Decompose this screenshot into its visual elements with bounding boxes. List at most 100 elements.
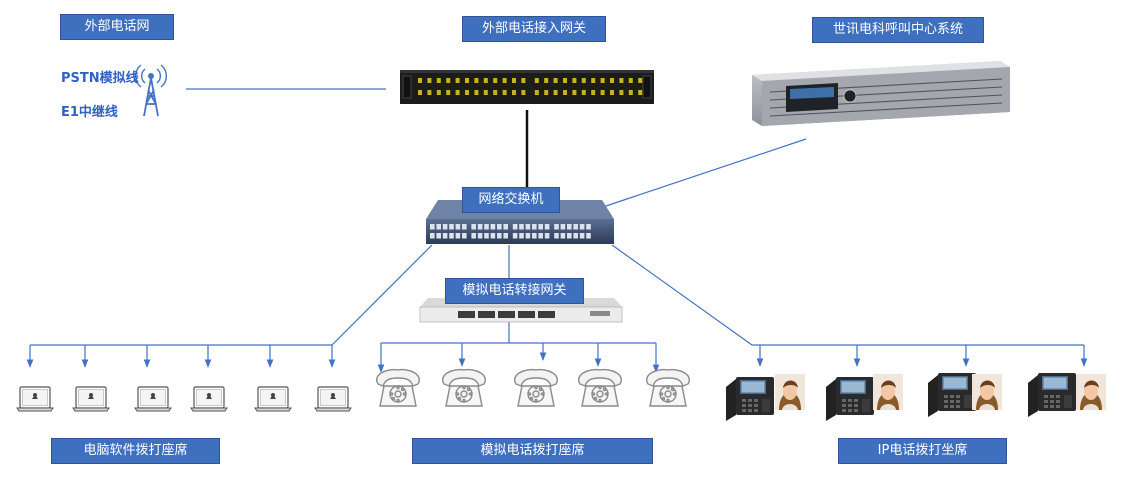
gateway-port	[563, 90, 567, 95]
switch-port	[519, 224, 524, 230]
gateway-port	[534, 78, 539, 83]
switch-port	[554, 224, 559, 230]
switch-port	[573, 233, 578, 239]
ip-phone-icon	[928, 373, 976, 417]
switch-port	[484, 233, 489, 239]
gateway-port	[512, 78, 516, 83]
gateway-port	[418, 78, 422, 83]
gateway-label: 外部电话接入网关	[462, 16, 606, 42]
gateway-port	[581, 78, 586, 83]
gateway-port	[483, 78, 488, 83]
pstn-line-label: PSTN模拟线	[61, 71, 139, 86]
switch-port	[512, 233, 518, 239]
antenna-icon	[134, 64, 168, 117]
laptop-icon	[314, 386, 352, 412]
switch-port	[579, 224, 585, 230]
gateway-port	[553, 90, 558, 95]
analog-phone-icon	[513, 368, 559, 407]
analog-phone-icon	[441, 368, 487, 407]
gateway-port	[619, 90, 624, 95]
switch-port	[579, 233, 585, 239]
switch-port	[544, 233, 550, 239]
switch-port	[512, 224, 518, 230]
gateway-port	[502, 78, 507, 83]
switch-port	[436, 224, 441, 230]
analog-gateway-label: 模拟电话转接网关	[445, 278, 584, 304]
switch-port	[586, 233, 591, 239]
switch-port	[567, 233, 572, 239]
switch-port	[567, 224, 572, 230]
switch-port	[503, 233, 508, 239]
analog-seat-group	[375, 368, 691, 407]
analog-seats-label: 模拟电话拨打座席	[412, 438, 653, 464]
gateway-port	[465, 90, 469, 95]
analog-phone-icon	[645, 368, 691, 407]
switch-port	[554, 233, 559, 239]
laptop-icon	[190, 386, 228, 412]
switch-port	[442, 224, 448, 230]
e1-line-label: E1中继线	[61, 105, 118, 120]
gateway-port	[427, 78, 432, 83]
gateway-port	[427, 90, 432, 95]
analog-phone-icon	[375, 368, 421, 407]
gateway-port	[446, 90, 451, 95]
ip-seat-group	[726, 373, 1106, 421]
gateway-port	[512, 90, 516, 95]
ip-phone-icon	[826, 377, 874, 421]
switch-port	[462, 233, 467, 239]
switch-port	[497, 233, 502, 239]
switch-port	[471, 224, 476, 230]
switch-port	[560, 224, 566, 230]
gateway-port	[544, 78, 549, 83]
gateway-port	[534, 90, 539, 95]
gateway-port	[483, 90, 488, 95]
switch-port	[477, 233, 483, 239]
switch-port	[538, 233, 543, 239]
laptop-icon	[72, 386, 110, 412]
switch-port	[519, 233, 524, 239]
laptop-icon	[254, 386, 292, 412]
switch-port	[503, 224, 508, 230]
gateway-port	[493, 90, 498, 95]
laptop-icon	[134, 386, 172, 412]
gateway-port	[553, 78, 558, 83]
switch-port	[544, 224, 550, 230]
drop-arrows	[26, 343, 1088, 373]
switch-port	[462, 224, 467, 230]
gateway-port	[600, 90, 605, 95]
switch-port	[455, 224, 461, 230]
ip-phone-icon	[1028, 373, 1076, 417]
gateway-port	[455, 78, 460, 83]
switch-port	[471, 233, 476, 239]
gateway-port	[474, 90, 479, 95]
gateway-port	[455, 90, 460, 95]
switch-port	[490, 233, 496, 239]
gateway-device	[400, 70, 654, 104]
gateway-port	[521, 78, 526, 83]
switch-port	[525, 224, 531, 230]
switch-port	[573, 224, 578, 230]
gateway-port	[638, 90, 643, 95]
pc-seat-group	[16, 386, 352, 412]
gateway-port	[591, 90, 596, 95]
gateway-port	[628, 90, 633, 95]
switch-port	[484, 224, 489, 230]
call-center-label: 世讯电科呼叫中心系统	[812, 17, 984, 43]
switch-port	[586, 224, 591, 230]
laptop-icon	[16, 386, 54, 412]
gateway-port	[591, 78, 596, 83]
switch-label: 网络交换机	[462, 187, 560, 213]
gateway-port	[619, 78, 624, 83]
switch-port	[436, 233, 441, 239]
person-icon	[1076, 374, 1106, 410]
gateway-port	[502, 90, 507, 95]
gateway-port	[638, 78, 643, 83]
gateway-port	[610, 78, 614, 83]
switch-port	[477, 224, 483, 230]
switch-port	[532, 233, 537, 239]
switch-port	[442, 233, 448, 239]
switch-port	[455, 233, 461, 239]
gateway-port	[465, 78, 469, 83]
switch-port	[430, 224, 435, 230]
